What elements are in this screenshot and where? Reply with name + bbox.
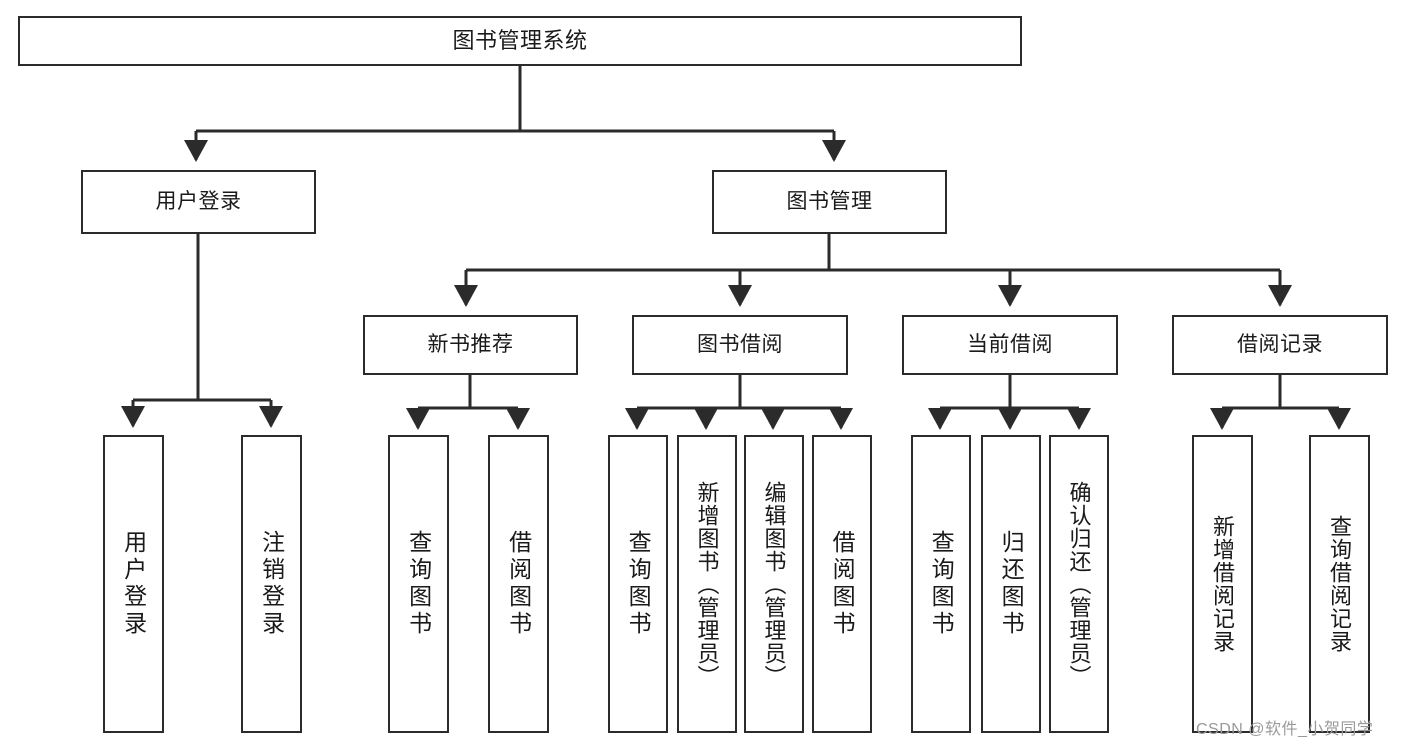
node-book-management[interactable]: 图书管理 [712,170,947,234]
node-label: 图书管理 [786,189,873,213]
leaf-add-borrow-record[interactable]: 新增借阅记录 [1192,435,1253,733]
leaf-borrow-book[interactable]: 借阅图书 [812,435,872,733]
node-label: 借阅图书 [505,530,532,638]
node-label: 借阅图书 [829,530,856,638]
node-label: 归还图书 [998,530,1025,638]
node-book-borrow[interactable]: 图书借阅 [632,315,848,375]
node-label: 借阅记录 [1237,332,1323,356]
node-label: 用户登录 [155,189,242,213]
leaf-confirm-return-admin[interactable]: 确认归还（管理员） [1049,435,1109,733]
leaf-query-book-recommend[interactable]: 查询图书 [388,435,449,733]
leaf-query-borrow-record[interactable]: 查询借阅记录 [1309,435,1370,733]
node-label: 查询图书 [625,530,652,638]
node-borrow-record[interactable]: 借阅记录 [1172,315,1388,375]
node-label: 新增图书（管理员） [694,480,720,688]
node-label: 查询图书 [405,530,432,638]
node-root-system[interactable]: 图书管理系统 [18,16,1022,66]
node-label: 图书借阅 [697,332,783,356]
leaf-add-book-admin[interactable]: 新增图书（管理员） [677,435,737,733]
node-label: 当前借阅 [967,332,1053,356]
node-new-book-recommend[interactable]: 新书推荐 [363,315,578,375]
node-label: 新书推荐 [427,332,514,356]
node-label: 查询借阅记录 [1327,515,1353,653]
node-user-login[interactable]: 用户登录 [81,170,316,234]
leaf-return-book[interactable]: 归还图书 [981,435,1041,733]
node-current-borrow[interactable]: 当前借阅 [902,315,1118,375]
leaf-user-login[interactable]: 用户登录 [103,435,164,733]
leaf-borrow-book-recommend[interactable]: 借阅图书 [488,435,549,733]
node-label: 查询图书 [928,530,955,638]
leaf-logout[interactable]: 注销登录 [241,435,302,733]
node-label: 确认归还（管理员） [1066,480,1092,688]
node-label: 编辑图书（管理员） [761,480,787,688]
node-label: 新增借阅记录 [1210,515,1236,653]
leaf-query-book-current[interactable]: 查询图书 [911,435,971,733]
csdn-watermark: CSDN @软件_小贺同学 [1196,721,1374,738]
leaf-query-book-borrow[interactable]: 查询图书 [608,435,668,733]
node-label: 用户登录 [120,530,147,638]
node-label: 图书管理系统 [452,28,588,54]
leaf-edit-book-admin[interactable]: 编辑图书（管理员） [744,435,804,733]
node-label: 注销登录 [258,530,285,638]
